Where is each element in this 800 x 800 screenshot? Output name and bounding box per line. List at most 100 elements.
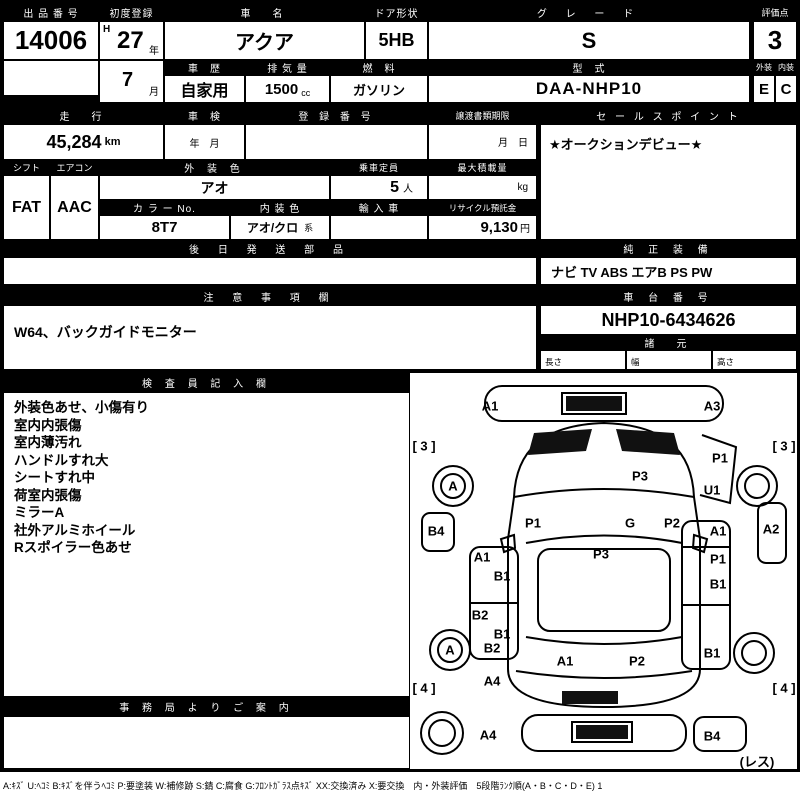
- sales-point-header: セ ー ル ス ポ イ ン ト: [540, 107, 797, 124]
- aircon-header: エアコン: [50, 160, 99, 175]
- frame-top: [0, 0, 800, 3]
- chassis-no-header: 車 台 番 号: [540, 288, 797, 305]
- hood-line: [513, 488, 695, 498]
- shift-value: FAT: [3, 175, 50, 240]
- right-rear-piece: [693, 716, 747, 752]
- mileage-unit: km: [104, 136, 121, 148]
- history-value: 自家用: [164, 75, 245, 103]
- black-strip: [3, 95, 99, 103]
- inspector-note-line: 室内薄汚れ: [14, 435, 82, 450]
- rear-left-wheel: [429, 629, 471, 671]
- history-header: 車 歴: [164, 60, 245, 75]
- displacement-header: 排 気 量: [245, 60, 330, 75]
- transfer-deadline-value: 月 日: [498, 138, 528, 149]
- inspector-note-line: 室内内張傷: [14, 417, 82, 433]
- interior-color-suffix: 系: [304, 223, 314, 233]
- mileage-value-cell: 45,284 km: [3, 124, 164, 160]
- spec-height-cell: 高さ: [712, 350, 797, 370]
- diagram-damage-label: P1: [525, 515, 541, 531]
- diagram-damage-label: [ 4 ]: [772, 680, 796, 696]
- diagram-damage-label: A4: [479, 727, 497, 743]
- fuel-value: ガソリン: [330, 75, 428, 103]
- car-body-outline: [507, 421, 701, 709]
- spare-tire: [420, 711, 464, 755]
- transfer-deadline-value-cell: 月 日: [428, 124, 537, 160]
- mileage-header: 走 行: [3, 107, 164, 124]
- damage-code-legend: A:ｷｽﾞ U:ﾍｺﾐ B:ｷｽﾞを伴うﾍｺﾐ P:要塗装 W:補修跡 S:錆 …: [3, 781, 603, 791]
- sales-point-text: ★オークションデビュー★: [549, 137, 703, 152]
- displacement-value: 1500: [264, 80, 299, 98]
- score-divider: [750, 3, 753, 103]
- mileage-value: 45,284: [46, 131, 102, 152]
- diagram-damage-label: B1: [493, 626, 511, 642]
- rear-license-plate: [562, 691, 618, 704]
- interior-color-header: 内 装 色: [230, 200, 330, 215]
- model-code-header: 型 式: [428, 60, 750, 75]
- fuel-header: 燃 料: [330, 60, 428, 75]
- diagram-damage-label: P2: [629, 653, 645, 669]
- left-mirror: [499, 533, 517, 554]
- inspector-notes-cell: 外装色あせ、小傷有り室内内張傷室内薄汚れハンドルすれ大シートすれ中荷室内張傷ミラ…: [3, 392, 410, 697]
- shift-header: シフト: [3, 160, 50, 175]
- max-load-value-cell: kg: [428, 175, 537, 200]
- car-name-header: 車 名: [164, 3, 365, 21]
- capacity-value: 5: [390, 178, 399, 196]
- spec-header: 諸 元: [540, 335, 797, 350]
- diagram-damage-label: [ 4 ]: [412, 680, 436, 696]
- max-load-unit: kg: [517, 182, 528, 193]
- inspector-note-line: ハンドルすれ大: [14, 452, 109, 468]
- recycle-deposit-value: 9,130: [480, 219, 518, 236]
- recycle-deposit-value-cell: 9,130 円: [428, 215, 537, 240]
- inspector-note-line: Rスポイラー色あせ: [14, 540, 132, 555]
- chassis-no-value: NHP10-6434626: [540, 305, 797, 335]
- diagram-damage-label: A4: [483, 673, 501, 689]
- inspection-header: 車 検: [164, 107, 245, 124]
- notes-text: W64、バックガイドモニター: [14, 324, 197, 340]
- right-sill-piece: [757, 502, 787, 564]
- diagram-damage-label: G: [624, 515, 636, 531]
- left-sill-piece: [421, 512, 455, 552]
- later-parts-value: [3, 257, 537, 285]
- exterior-score-value: E: [753, 75, 775, 103]
- diagram-damage-label: B1: [709, 576, 727, 592]
- color-no-header: カ ラ ー No.: [99, 200, 230, 215]
- displacement-unit: cc: [301, 88, 311, 98]
- max-load-header: 最大積載量: [428, 160, 537, 175]
- frame-right: [797, 0, 800, 772]
- registration-year: 27: [117, 27, 144, 54]
- diagram-damage-label: P3: [632, 468, 648, 484]
- diagram-damage-label: A1: [481, 398, 499, 414]
- inspector-note-line: 社外アルミホイール: [14, 522, 136, 538]
- spec-width-label: 幅: [631, 357, 640, 367]
- displacement-value-cell: 1500 cc: [245, 75, 330, 103]
- section-separator-2: [0, 285, 800, 288]
- interior-score-value: C: [775, 75, 797, 103]
- exterior-color-header: 外 装 色: [99, 160, 330, 175]
- interior-color-value: アオ/クロ: [246, 221, 299, 235]
- frame-bottom: [0, 769, 800, 772]
- grade-value: S: [428, 21, 750, 60]
- inspector-note-line: 荷室内張傷: [14, 487, 82, 503]
- office-info-header: 事 務 局 よ り ご 案 内: [3, 697, 410, 716]
- diagram-damage-label: B1: [703, 645, 721, 661]
- rear-bumper-plate: [576, 725, 628, 739]
- equipment-header: 純 正 装 備: [540, 240, 797, 257]
- inspection-value: 年 月: [164, 124, 245, 160]
- section-separator-3: [0, 370, 800, 373]
- score-header: 評価点: [753, 3, 797, 21]
- diagram-damage-label: (レス): [739, 754, 775, 770]
- inspector-note-line: シートすれ中: [14, 470, 95, 485]
- diagram-damage-label: A2: [762, 521, 780, 537]
- notes-cell: W64、バックガイドモニター: [3, 305, 537, 370]
- recycle-deposit-unit: 円: [520, 224, 530, 235]
- transfer-deadline-header: 譲渡書類期限: [428, 107, 537, 124]
- right-door-panel: [681, 520, 731, 670]
- spec-height-label: 高さ: [717, 357, 735, 367]
- section-separator-1: [0, 103, 800, 107]
- exterior-score-header: 外装: [753, 60, 775, 75]
- diagram-damage-label: P1: [710, 551, 726, 567]
- registration-no-value: [245, 124, 428, 160]
